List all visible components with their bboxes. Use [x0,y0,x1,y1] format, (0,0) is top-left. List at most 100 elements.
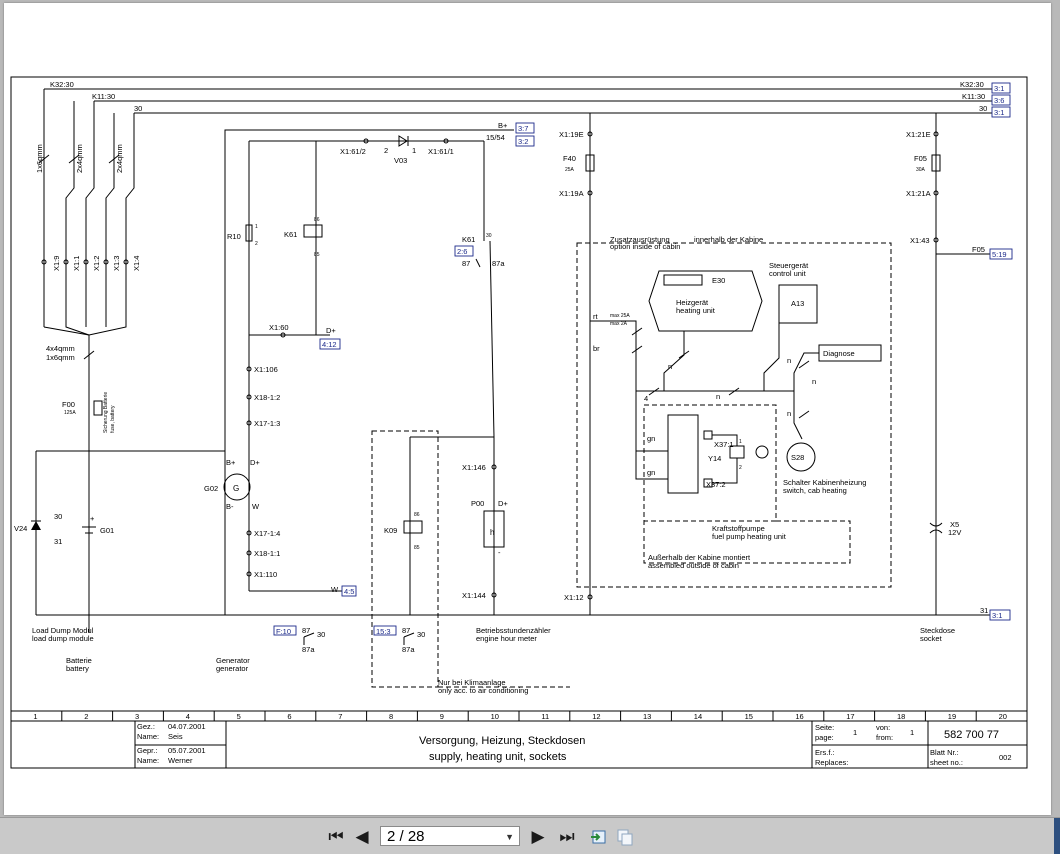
dplus-label: D+ [326,326,336,335]
f05-label: F05 [914,154,927,163]
f00-amp: 125A [64,410,76,416]
a13-de: Steuergerät [769,261,809,270]
k61-right-label: K61 [462,235,475,244]
ersf-label: Ers.f.: [815,748,835,757]
page-selector[interactable]: 2 / 28 ▼ [380,826,520,846]
battery-en: battery [66,664,89,673]
wire-br: br [593,344,600,353]
last-page-icon: ⏭ [559,827,575,846]
generator-de: Generator [216,656,250,665]
wire-n5: n [787,409,791,418]
page-value: 1 [853,728,857,737]
y14-p1: 1 [739,439,742,445]
ref-1554[interactable]: 3:2 [518,137,528,146]
r10-label: R10 [227,232,241,241]
p00-label: P00 [471,499,484,508]
from-label: from: [876,733,893,742]
meter-en: engine hour meter [476,634,537,643]
pump-en: fuel pump heating unit [712,532,787,541]
von-label: von: [876,723,890,732]
wire-n2: n [787,356,791,365]
line-label-k32: K32:30 [50,80,74,89]
ref-bplus[interactable]: 3:7 [518,124,528,133]
column-number: 17 [846,712,854,721]
v24-p30: 30 [54,512,62,521]
e30-en: heating unit [676,306,716,315]
a13-en: control unit [769,269,807,278]
contact-1-b: 30 [317,630,325,639]
ref-f05[interactable]: 5:19 [992,250,1007,259]
e30-de: Heizgerät [676,298,709,307]
column-number: 9 [440,712,444,721]
ref-w[interactable]: 4:5 [344,587,354,596]
title-de: Versorgung, Heizung, Steckdosen [419,735,585,747]
blatt-label: Blatt Nr.: [930,748,959,757]
last-page-button[interactable]: ⏭ [556,827,578,847]
wire-gn2: gn [647,468,655,477]
f05-amp: 30A [916,167,926,173]
x143: X1:43 [910,236,930,245]
sicherung-de: Sicherung Batterie [103,392,109,433]
g02-bminus: B- [226,502,234,511]
g01-plus: + [90,514,95,523]
v24-p31: 31 [54,537,62,546]
gez-label: Gez.: [137,722,155,731]
conn-x1106: X1:106 [254,365,278,374]
load-dump-en: load dump module [32,634,94,643]
x161-1: X1:61/1 [428,147,454,156]
ref-dplus[interactable]: 4:12 [322,340,337,349]
y14-label: Y14 [708,454,721,463]
contact-ref-2[interactable]: 15:3 [376,627,391,636]
diode-n2: 2 [384,146,388,155]
wire-size-1: 1x6qmm [35,144,44,173]
name2-label: Name: [137,756,159,765]
socket-en: socket [920,634,943,643]
schematic: K32:30 K11:30 30 K32:30 K11:30 30 3:1 3:… [10,76,1028,769]
prev-page-icon: ◀ [355,827,369,846]
s28-label: S28 [791,453,804,462]
f40-label: F40 [563,154,576,163]
export-page-button[interactable] [588,827,610,847]
copy-page-button[interactable] [614,827,636,847]
column-number: 10 [491,712,499,721]
chevron-down-icon: ▼ [505,832,514,842]
conn-x1811: X18-1:1 [254,549,280,558]
seite-label: Seite: [815,723,834,732]
next-page-button[interactable]: ▶ [528,827,548,847]
option-de: Zusatzausrüstung [610,235,670,244]
k61-p87: 87 [462,259,470,268]
x5-voltage: 12V [948,528,961,537]
ref-31[interactable]: 3:1 [992,611,1002,620]
line-label-k11-right: K11:30 [962,92,985,101]
prev-page-button[interactable]: ◀ [352,827,372,847]
first-page-button[interactable]: ⏮ [326,827,346,847]
page-indicator: 2 / 28 [387,828,425,845]
column-number: 11 [541,712,549,721]
p00-minus: - [498,548,501,557]
wire-size-3: 2x4qmm [115,144,124,173]
x121a: X1:21A [906,189,931,198]
contact-ref-1[interactable]: F:10 [276,627,291,636]
a13-label: A13 [791,299,804,308]
y14-x372: X37:2 [706,480,726,489]
sicherung-en: fuse, battery [110,405,116,433]
g01-label: G01 [100,526,114,535]
x161-2: X1:61/2 [340,147,366,156]
line-label-k11: K11:30 [92,92,115,101]
y14-p2: 2 [739,465,742,471]
contact-1-a: 87 [302,626,310,635]
ref-30[interactable]: 3:1 [994,108,1004,117]
column-number: 8 [389,712,393,721]
option-inside-de: innerhalb der Kabine [694,235,763,244]
contact-2-a: 87 [402,626,410,635]
column-number: 12 [592,712,600,721]
ref-k32[interactable]: 3:1 [994,84,1004,93]
ref-k61[interactable]: 2:6 [457,247,467,256]
x160-label: X1:60 [269,323,289,332]
bundle-size-1: 4x4qmm [46,344,75,353]
battery-de: Batterie [66,656,92,665]
wire-n3: n [812,377,816,386]
ref-k11[interactable]: 3:6 [994,96,1004,105]
pump-de: Kraftstoffpumpe [712,524,765,533]
